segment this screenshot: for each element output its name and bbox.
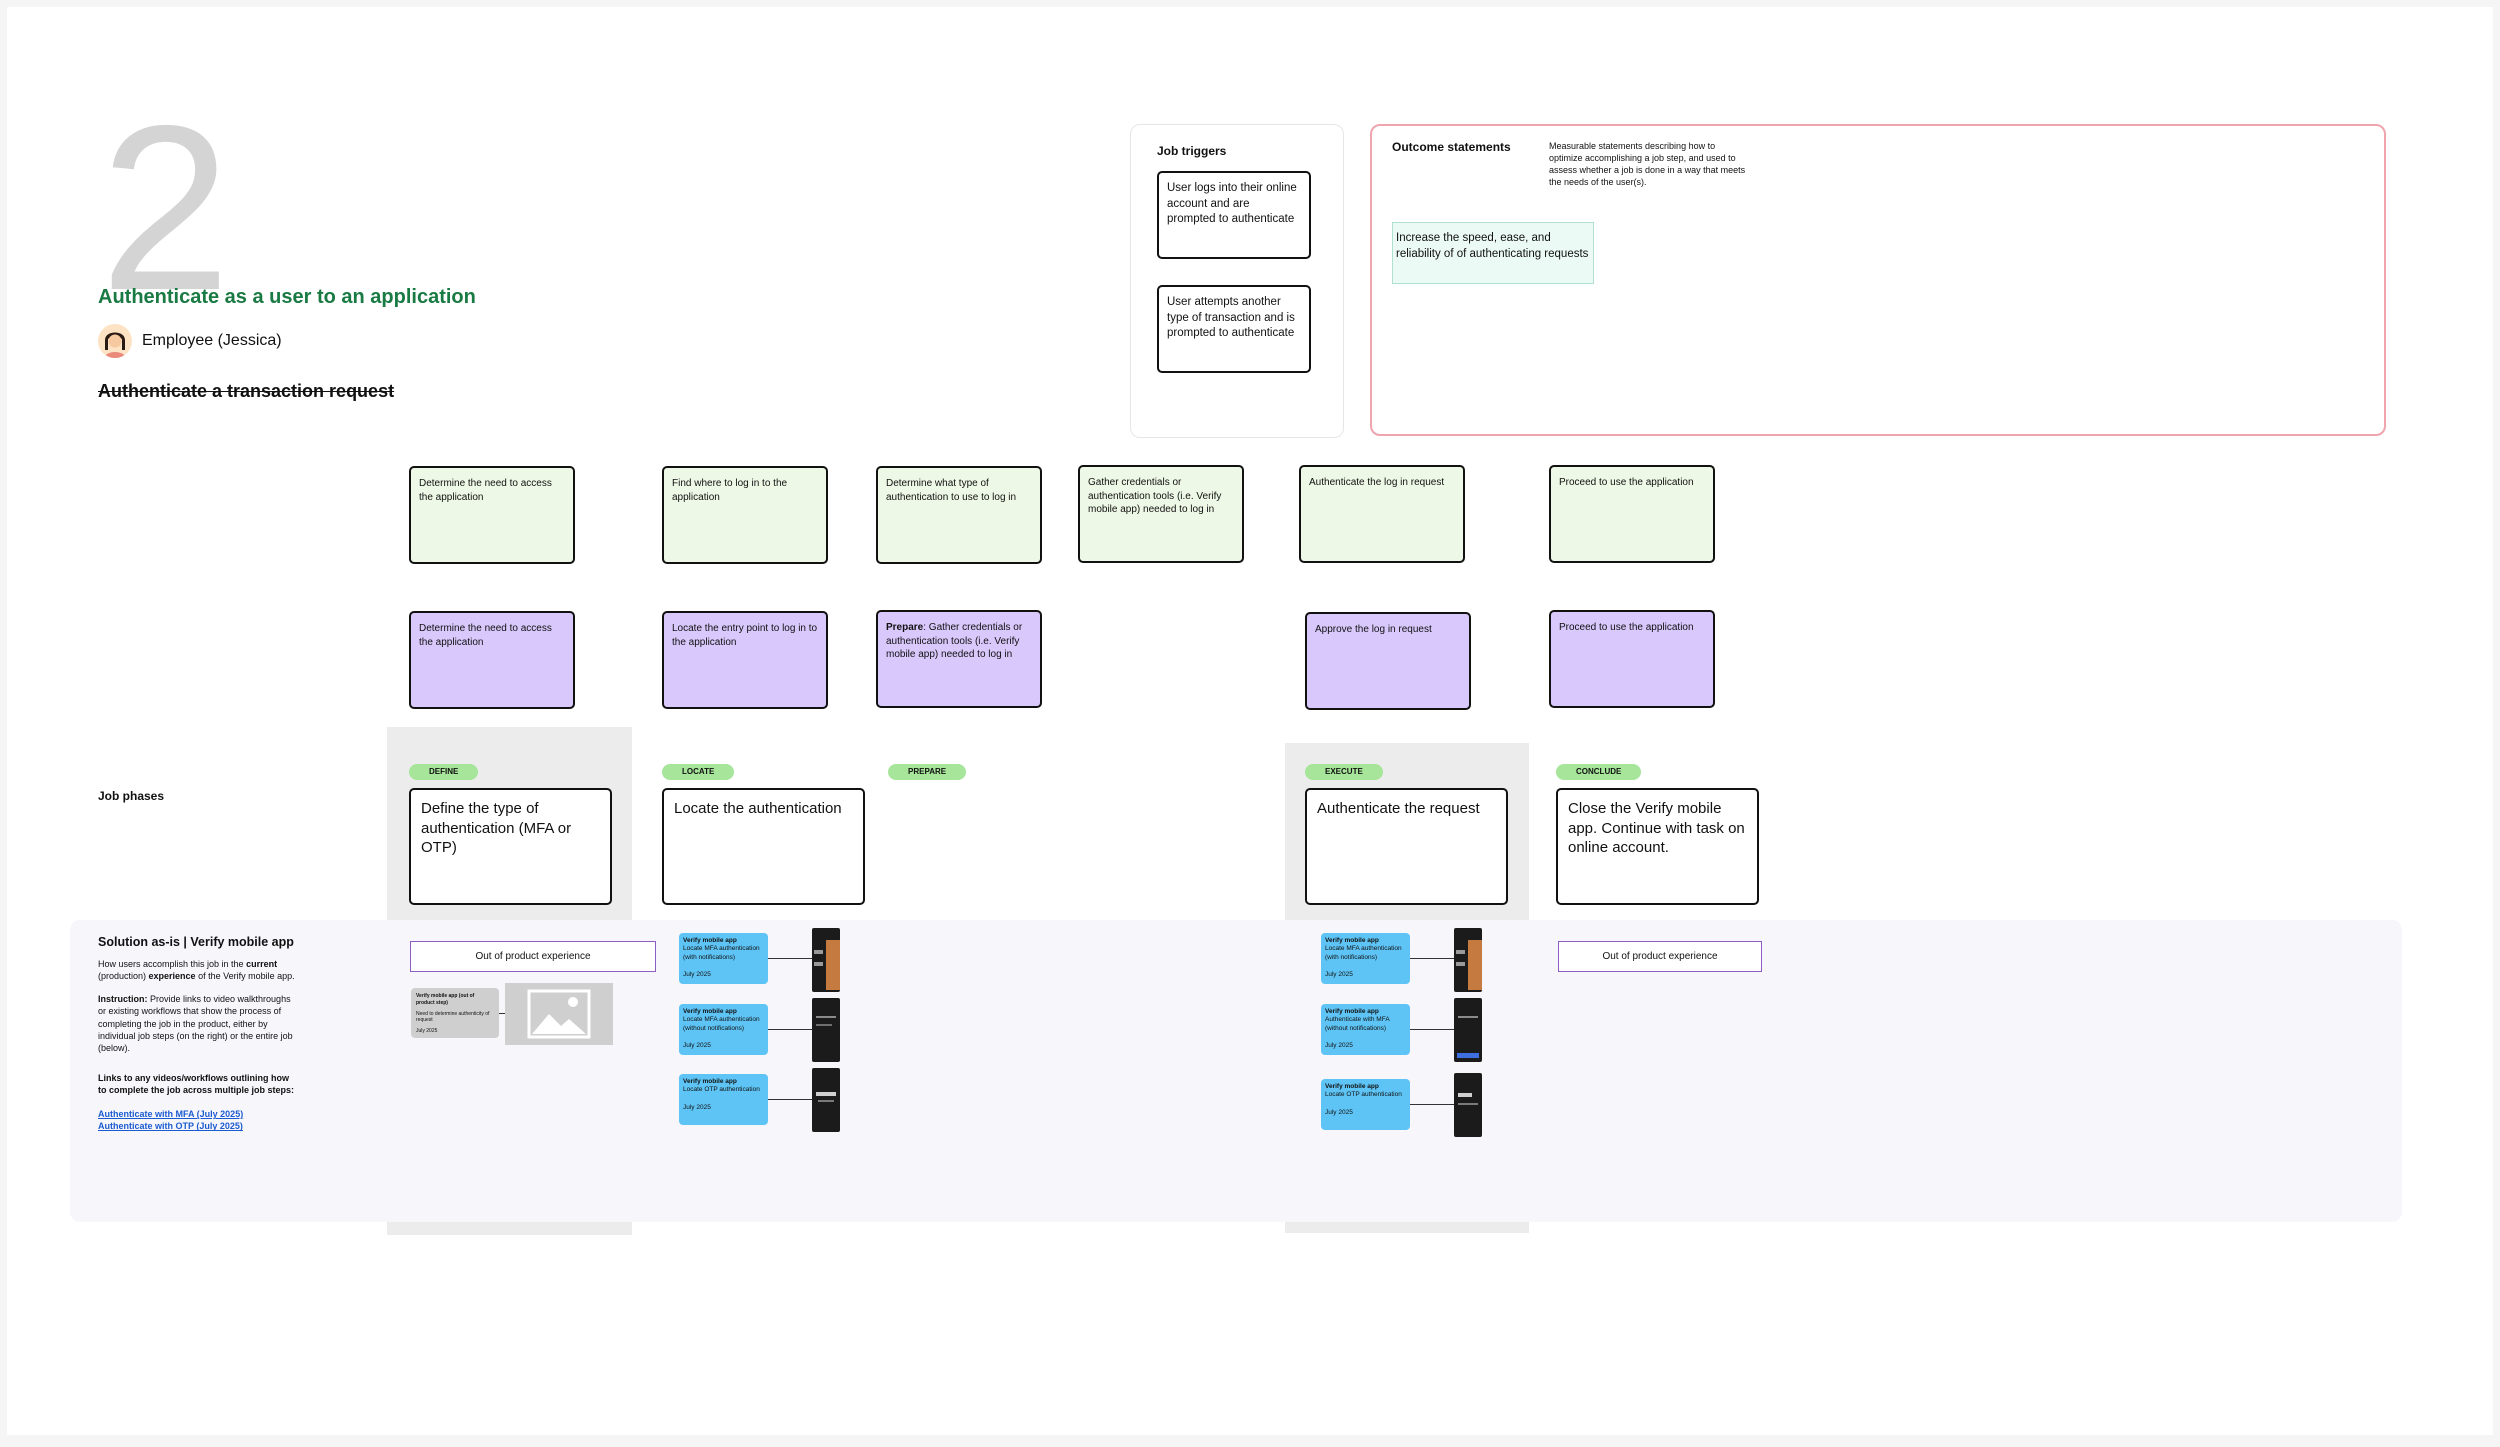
connector-line [1410, 1104, 1454, 1105]
link-authenticate-mfa[interactable]: Authenticate with MFA (July 2025) [98, 1109, 244, 1120]
connector-line [768, 1029, 812, 1030]
trigger-card[interactable]: User attempts another type of transactio… [1157, 285, 1311, 373]
job-phases-label: Job phases [98, 789, 165, 803]
phase-tag-define: DEFINE [409, 764, 479, 780]
job-title: Authenticate as a user to an application [98, 286, 476, 308]
trigger-card[interactable]: User logs into their online account and … [1157, 171, 1311, 259]
solution-title: Solution as-is | Verify mobile app [98, 935, 294, 949]
phone-screenshot[interactable] [1454, 998, 1482, 1062]
phase-tag-conclude: CONCLUDE [1556, 764, 1642, 780]
phase-tag-execute: EXECUTE [1305, 764, 1383, 780]
step-number: 2 [100, 76, 231, 339]
solution-instruction: Instruction: Provide links to video walk… [98, 994, 293, 1053]
solution-description: How users accomplish this job in the cur… [98, 958, 298, 1133]
image-placeholder-icon [505, 983, 613, 1045]
job-step-card-alt[interactable]: Prepare: Gather credentials or authentic… [876, 610, 1042, 708]
solution-links: Authenticate with MFA (July 2025) Authen… [98, 1108, 298, 1132]
job-triggers-title: Job triggers [1157, 144, 1227, 158]
connector-line [768, 1099, 812, 1100]
solution-links-heading: Links to any videos/workflows outlining … [98, 1072, 295, 1096]
connector-line [1410, 1029, 1454, 1030]
struck-title: Authenticate a transaction request [98, 381, 395, 401]
phase-tag-prepare: PREPARE [888, 764, 967, 780]
avatar-icon [98, 324, 132, 358]
phone-screenshot[interactable] [812, 1068, 840, 1132]
job-step-card[interactable]: Find where to log in to the application [662, 466, 828, 564]
solution-card[interactable]: Verify mobile app Locate MFA authenticat… [679, 1004, 768, 1055]
phone-screenshot[interactable] [812, 998, 840, 1062]
out-of-product-box[interactable]: Out of product experience [1558, 941, 1762, 972]
solution-card[interactable]: Verify mobile app Locate OTP authenticat… [679, 1074, 768, 1125]
job-step-card-alt[interactable]: Locate the entry point to log in to the … [662, 611, 828, 709]
phase-card-locate[interactable]: Locate the authentication [662, 788, 865, 905]
solution-card[interactable]: Verify mobile app Locate MFA authenticat… [1321, 933, 1410, 984]
job-step-card-alt[interactable]: Proceed to use the application [1549, 610, 1715, 708]
persona-name: Employee (Jessica) [142, 332, 282, 349]
out-of-product-card[interactable]: Verify mobile app (out of product step) … [411, 988, 499, 1038]
phone-screenshot[interactable] [1454, 928, 1482, 992]
job-step-card[interactable]: Proceed to use the application [1549, 465, 1715, 563]
phase-card-conclude[interactable]: Close the Verify mobile app. Continue wi… [1556, 788, 1759, 905]
job-step-card[interactable]: Authenticate the log in request [1299, 465, 1465, 563]
link-authenticate-otp[interactable]: Authenticate with OTP (July 2025) [98, 1121, 243, 1132]
job-step-card[interactable]: Gather credentials or authentication too… [1078, 465, 1244, 563]
outcome-statement-card[interactable]: Increase the speed, ease, and reliabilit… [1392, 222, 1594, 284]
out-of-product-box[interactable]: Out of product experience [410, 941, 656, 972]
outcome-statements-description: Measurable statements describing how to … [1549, 141, 1746, 188]
phase-card-define[interactable]: Define the type of authentication (MFA o… [409, 788, 612, 905]
solution-card[interactable]: Verify mobile app Authenticate with MFA … [1321, 1004, 1410, 1055]
outcome-statements-title: Outcome statements [1392, 140, 1511, 154]
connector-line [1410, 958, 1454, 959]
connector-line [768, 958, 812, 959]
connector-line [499, 1013, 505, 1014]
solution-card[interactable]: Verify mobile app Locate OTP authenticat… [1321, 1079, 1410, 1130]
phase-tag-locate: LOCATE [662, 764, 735, 780]
job-step-card[interactable]: Determine the need to access the applica… [409, 466, 575, 564]
solution-card[interactable]: Verify mobile app Locate MFA authenticat… [679, 933, 768, 984]
job-step-card-alt[interactable]: Determine the need to access the applica… [409, 611, 575, 709]
phase-card-execute[interactable]: Authenticate the request [1305, 788, 1508, 905]
phone-screenshot[interactable] [812, 928, 840, 992]
solution-how-text: How users accomplish this job in the cur… [98, 959, 295, 982]
job-step-card-alt[interactable]: Approve the log in request [1305, 612, 1471, 710]
job-step-card[interactable]: Determine what type of authentication to… [876, 466, 1042, 564]
phone-screenshot[interactable] [1454, 1073, 1482, 1137]
